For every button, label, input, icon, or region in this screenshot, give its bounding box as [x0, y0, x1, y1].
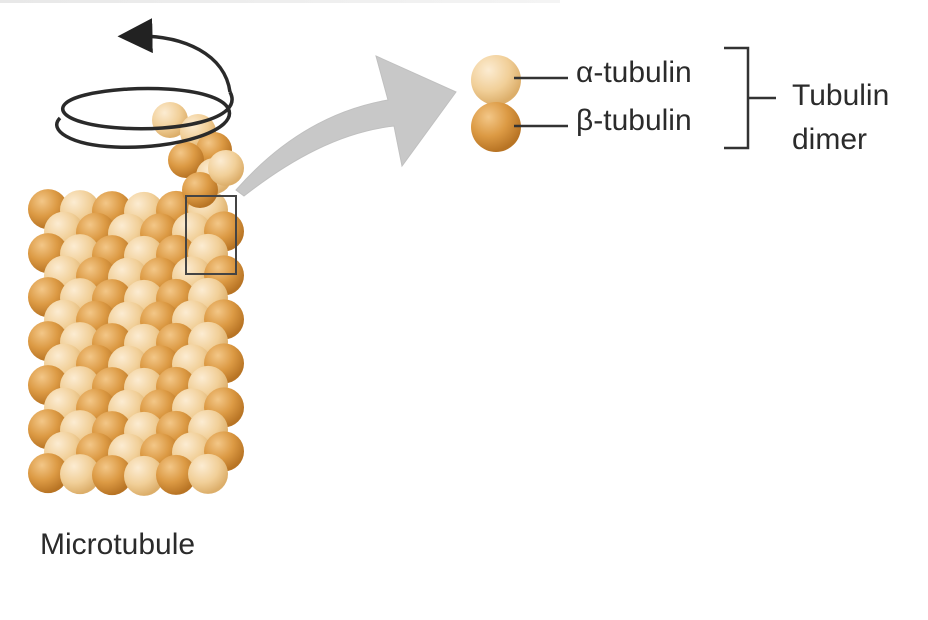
tubulin-subunit	[92, 455, 132, 496]
tubulin-subunit	[182, 172, 218, 208]
alpha-tubulin-label: α-tubulin	[576, 56, 692, 89]
tubulin-subunit	[168, 142, 204, 178]
tubulin-dimer-label-line2: dimer	[792, 123, 868, 156]
tubulin-subunit	[188, 453, 228, 494]
tubulin-subunit	[156, 454, 196, 495]
tubulin-subunit	[60, 454, 100, 495]
helical-rotation-arrow-icon	[55, 18, 234, 150]
tubulin-dimer-label-line1: Tubulin	[792, 79, 890, 112]
top-edge-line	[0, 0, 560, 3]
tubulin-dimer-label: Tubulin dimer	[792, 74, 889, 162]
dimer-highlight-box	[185, 195, 237, 275]
beta-tubulin-label: β-tubulin	[576, 104, 692, 137]
tubulin-subunit	[208, 150, 244, 186]
tubulin-subunit	[124, 455, 164, 496]
alpha-tubulin-sphere	[471, 55, 521, 105]
dimer-bracket	[724, 46, 776, 150]
microtubule-cylinder	[28, 189, 244, 496]
microtubule-label: Microtubule	[40, 528, 196, 561]
beta-tubulin-sphere	[471, 102, 521, 152]
tubulin-subunit	[28, 453, 68, 494]
zoom-arrow-icon	[235, 55, 457, 197]
